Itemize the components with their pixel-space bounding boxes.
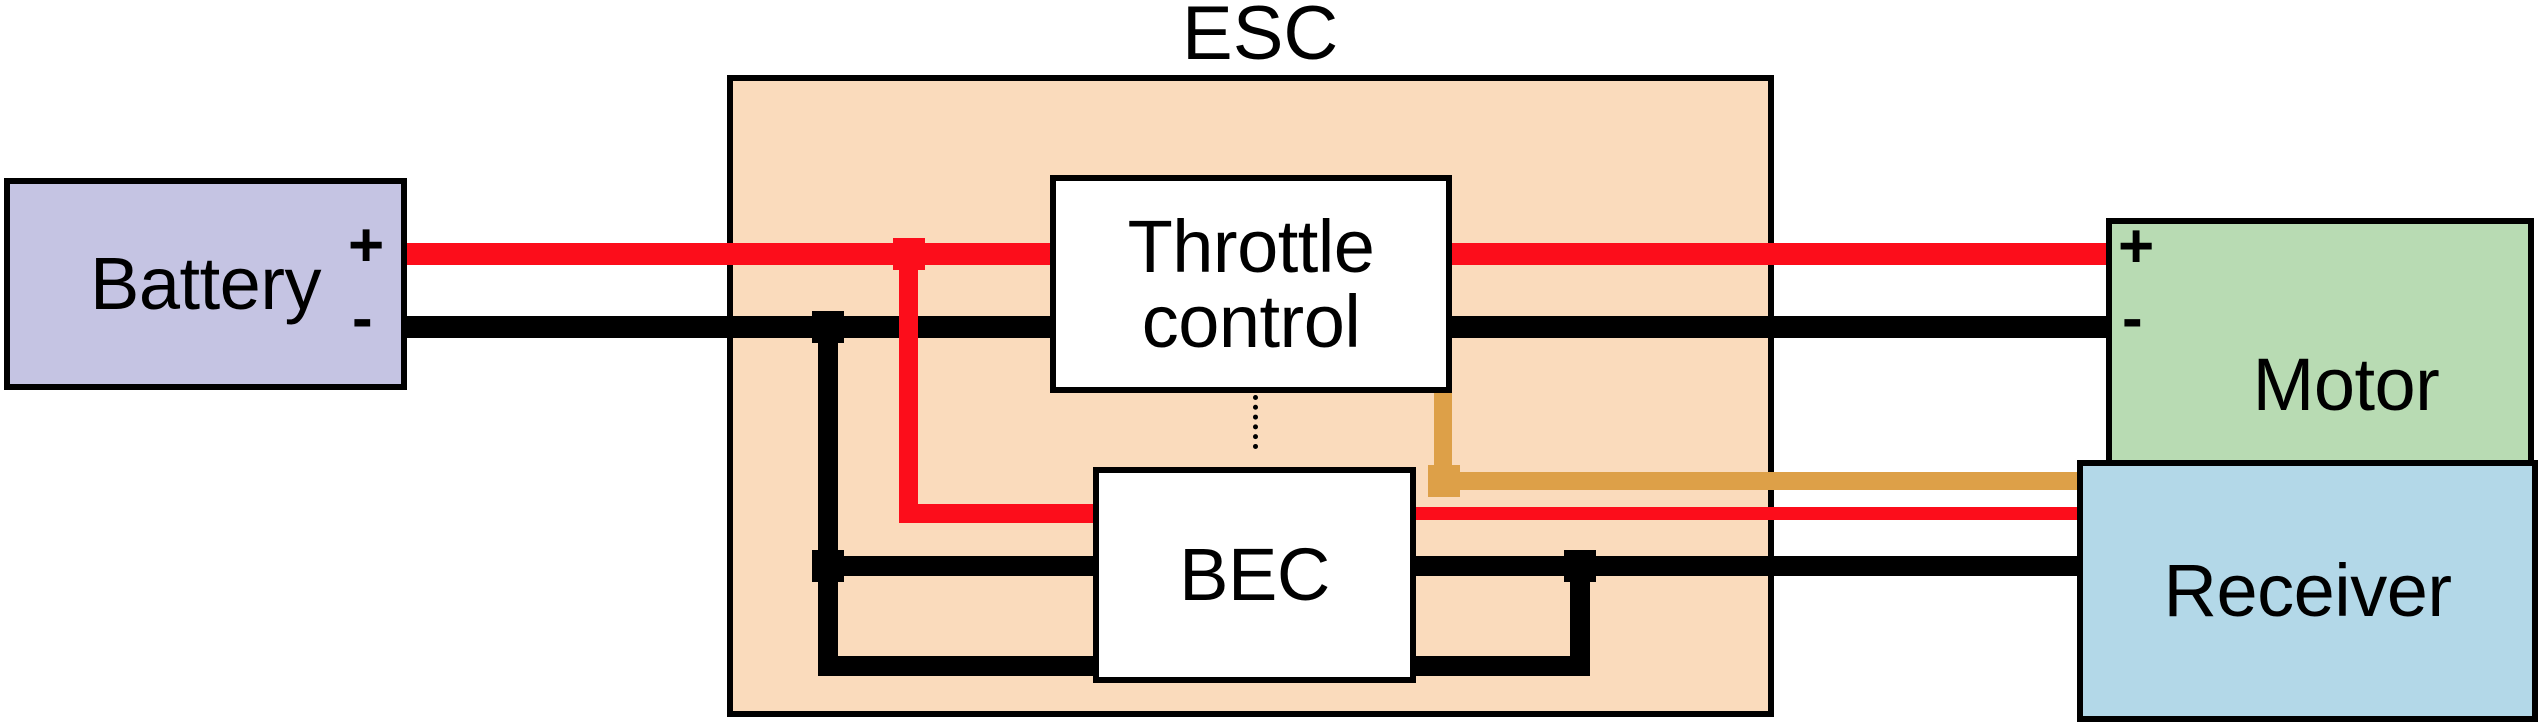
wire-throttle-negative-to-motor [1446, 316, 2110, 338]
junction-negative-bec-in [812, 550, 844, 582]
battery-minus-marker: - [352, 284, 373, 353]
block-throttle-control[interactable]: Throttle control [1050, 175, 1452, 393]
junction-negative-receiver [1564, 550, 1596, 582]
block-receiver[interactable]: Receiver [2077, 460, 2538, 722]
junction-positive-tap [893, 238, 925, 270]
block-bec-label: BEC [1179, 533, 1330, 617]
motor-plus-marker: + [2118, 212, 2155, 281]
junction-negative-tap [812, 311, 844, 343]
block-battery-label: Battery [90, 242, 321, 326]
wire-negative-tap-to-bec [818, 556, 1100, 576]
junction-signal [1428, 465, 1460, 497]
wire-receiver-signal-vertical [1434, 390, 1452, 482]
wire-throttle-positive-to-motor [1446, 243, 2110, 265]
wire-receiver-signal-horizontal [1434, 472, 2086, 490]
wire-positive-tap-to-bec [899, 504, 1099, 523]
wire-bec-negative-to-receiver [1410, 556, 2086, 576]
block-battery[interactable]: Battery [4, 178, 407, 390]
battery-plus-marker: + [348, 211, 385, 280]
block-throttle-control-label: Throttle control [1127, 204, 1375, 363]
wire-negative-loop-right-vertical [1570, 566, 1590, 676]
wire-positive-tap-vertical [899, 254, 918, 523]
wire-bec-positive-to-receiver [1410, 507, 2086, 520]
block-bec[interactable]: BEC [1093, 467, 1416, 683]
wire-negative-loop-left-vertical [818, 566, 838, 676]
esc-caption: ESC [1182, 0, 1339, 76]
wire-negative-tap-vertical [818, 327, 838, 577]
wire-battery-negative-left [407, 316, 1057, 338]
throttle-bec-dotted-link [1253, 395, 1258, 449]
wire-battery-positive-left [407, 243, 1057, 265]
motor-minus-marker: - [2122, 284, 2143, 353]
block-receiver-label: Receiver [2163, 549, 2453, 633]
block-motor-label: Motor [2252, 343, 2440, 427]
